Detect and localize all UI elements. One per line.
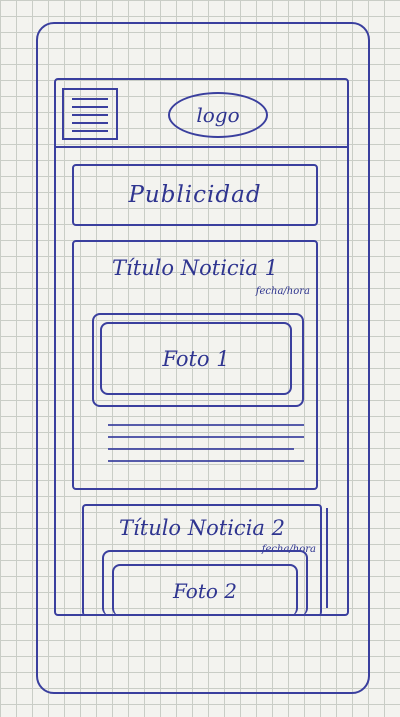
news-card-2[interactable]: Título Noticia 2 fecha/hora bbox=[82, 504, 322, 616]
hamburger-menu-icon[interactable] bbox=[62, 88, 118, 140]
news-photo-1[interactable]: Foto 1 bbox=[100, 322, 292, 395]
news-title-1: Título Noticia 1 bbox=[112, 256, 278, 280]
ad-label: Publicidad bbox=[128, 182, 262, 208]
news-title-2: Título Noticia 2 bbox=[119, 516, 285, 540]
screen-frame bbox=[54, 78, 349, 616]
news-date-1: fecha/hora bbox=[255, 286, 310, 297]
news-photo-frame-2 bbox=[102, 550, 308, 616]
logo-text: logo bbox=[196, 103, 240, 127]
phone-frame bbox=[36, 22, 370, 694]
news-photo-2[interactable]: Foto 2 bbox=[112, 564, 298, 616]
header-divider bbox=[54, 146, 349, 148]
ad-banner[interactable]: Publicidad bbox=[72, 164, 318, 226]
news-photo-label-2: Foto 2 bbox=[173, 579, 237, 603]
news-date-2: fecha/hora bbox=[261, 544, 316, 555]
news-photo-frame-1 bbox=[92, 313, 304, 407]
news-card-2-edge bbox=[318, 508, 328, 608]
news-text-lines-1 bbox=[108, 424, 304, 468]
logo[interactable]: logo bbox=[168, 92, 268, 138]
news-photo-label-1: Foto 1 bbox=[162, 346, 230, 371]
news-card-1[interactable]: Título Noticia 1 fecha/hora bbox=[72, 240, 318, 490]
